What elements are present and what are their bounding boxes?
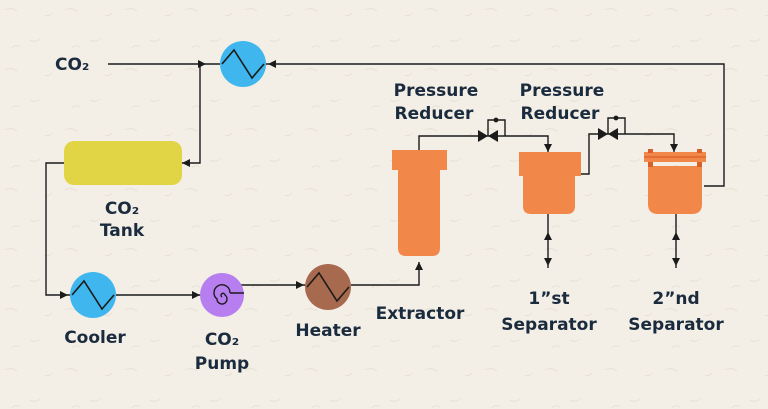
label-heater: Heater <box>295 321 361 341</box>
exchanger-zigzag <box>221 48 265 80</box>
label-co2-pump-line1: CO₂ <box>205 330 239 350</box>
pipe-tank-to-cooler <box>45 162 70 296</box>
separator-2-bolt <box>697 162 702 167</box>
arrow-separator-1-outlet-down <box>544 258 552 266</box>
valve-icon-right <box>488 130 498 142</box>
arrow-into-separator-1 <box>544 144 552 152</box>
label-pressure-reducer-2-line1: Pressure <box>520 81 605 101</box>
arrow-separator-1-outlet-up <box>544 232 552 240</box>
heater-zigzag <box>306 271 350 303</box>
label-co2-tank-line1: CO₂ <box>105 199 139 219</box>
label-pressure-reducer-2-line2: Reducer <box>521 104 600 124</box>
label-co2-input: CO₂ <box>55 55 89 75</box>
co2-pump <box>200 273 244 317</box>
arrow-separator-2-outlet-down <box>672 258 680 266</box>
pipe-recycle <box>266 63 725 187</box>
pipes <box>45 60 725 299</box>
label-co2-tank-line2: Tank <box>100 221 145 241</box>
arrow-into-separator-2 <box>670 144 678 152</box>
arrow-into-tank <box>182 159 190 167</box>
heater <box>305 264 351 310</box>
co2-tank <box>64 141 182 185</box>
valve-2-actuator-dot <box>613 115 619 121</box>
separator-2-bolt <box>648 149 653 153</box>
extractor-body <box>392 150 447 256</box>
pressure-reducer-valve-1 <box>478 117 506 142</box>
arrow-into-extractor <box>415 262 423 270</box>
separator-2-body <box>648 166 702 214</box>
pump-spiral <box>213 284 244 305</box>
separator-2-bolt <box>697 149 702 153</box>
arrow-into-heater <box>296 281 304 289</box>
valve-icon-right <box>608 128 618 140</box>
valve-icon <box>478 130 488 142</box>
pipe-separator-1-to-separator-2 <box>576 133 675 175</box>
cooler-zigzag <box>71 279 115 311</box>
separator-1-body <box>519 152 581 214</box>
separator-2-bolt <box>648 162 653 167</box>
label-co2-pump-line2: Pump <box>195 354 249 374</box>
extractor-vessel <box>392 150 447 256</box>
separator-1-vessel <box>519 152 581 214</box>
arrow-into-cooler <box>60 291 68 299</box>
top-heat-exchanger <box>220 41 266 87</box>
label-separator-2-line1: 2”nd <box>652 289 699 309</box>
separator-2-vessel <box>644 149 706 214</box>
cooler <box>70 272 116 318</box>
pressure-reducer-valve-2 <box>598 115 626 140</box>
label-cooler: Cooler <box>64 328 126 348</box>
label-pressure-reducer-1-line1: Pressure <box>394 81 479 101</box>
label-separator-2-line2: Separator <box>628 315 724 335</box>
valve-1-actuator-dot <box>493 117 499 123</box>
label-separator-1-line1: 1”st <box>528 289 569 309</box>
label-extractor: Extractor <box>376 304 465 324</box>
arrow-recycle <box>268 60 276 68</box>
arrow-into-pump <box>192 291 200 299</box>
arrow-separator-2-outlet-up <box>672 232 680 240</box>
pump-spiral-icon <box>200 273 244 317</box>
label-separator-1-line2: Separator <box>501 315 597 335</box>
valve-icon <box>598 128 608 140</box>
label-pressure-reducer-1-line2: Reducer <box>395 104 474 124</box>
